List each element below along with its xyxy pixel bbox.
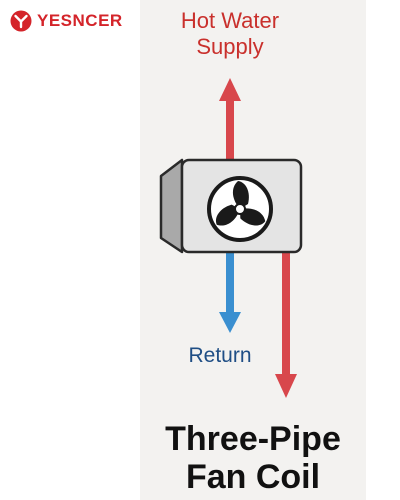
arrow-down-icon — [219, 312, 241, 333]
arrow-up-icon — [219, 78, 241, 101]
return-label: Return — [188, 344, 252, 367]
brand-name: YESNCER — [37, 11, 123, 30]
hot-water-supply-label: Hot Water Supply — [155, 8, 305, 60]
title-line2: Fan Coil — [185, 458, 321, 496]
brand-logo: YESNCER — [10, 9, 123, 33]
third-pipe — [275, 250, 297, 398]
return-pipe — [219, 250, 241, 333]
supply-label-line1: Hot Water — [180, 8, 280, 33]
fan-icon — [207, 176, 273, 242]
arrow-down-icon — [275, 374, 297, 398]
supply-label-line2: Supply — [196, 34, 264, 59]
brand-logo-icon — [10, 10, 32, 32]
unit-side-panel — [159, 158, 184, 254]
diagram-title: Three-Pipe Fan Coil — [140, 420, 366, 496]
supply-pipe — [219, 78, 241, 165]
fan-coil-unit — [159, 158, 303, 254]
title-line1: Three-Pipe — [165, 420, 341, 458]
